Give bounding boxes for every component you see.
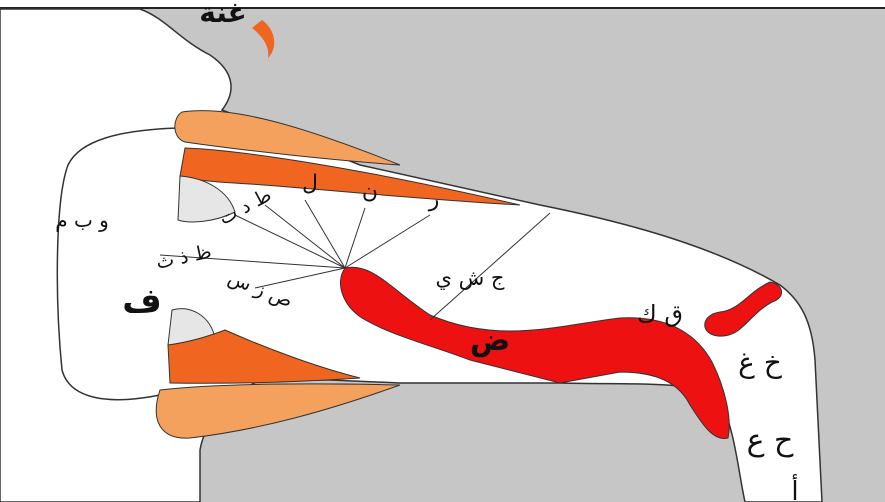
- label-pharynx-lower: ح ع: [747, 423, 794, 458]
- label-trill: ر: [428, 187, 440, 212]
- label-lateral-side: ض: [470, 323, 510, 358]
- label-labiodental: ف: [122, 281, 162, 321]
- label-nasal: ن: [362, 179, 378, 204]
- label-lateral: ل: [302, 171, 318, 196]
- label-top: غنة: [199, 0, 247, 29]
- label-velar: ق ك: [637, 300, 683, 328]
- label-glottal: أ: [791, 473, 798, 502]
- label-pharynx-upper: خ غ: [738, 346, 783, 379]
- label-palatal: ج ش ي: [436, 266, 505, 291]
- label-lips-group: و ب م: [55, 208, 109, 232]
